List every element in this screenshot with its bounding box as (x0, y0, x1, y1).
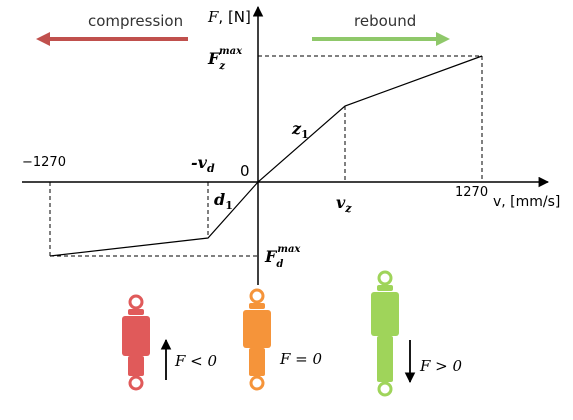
damper-top-cap (128, 309, 144, 315)
damper-bottom-eye (249, 375, 265, 391)
damper-force-label: F < 0 (174, 352, 218, 370)
damper-rod (249, 348, 265, 376)
damper-body (122, 316, 150, 356)
damper-compression: F < 0 (122, 294, 218, 391)
damper-body (371, 292, 399, 336)
fd-max-label: Fdmax (264, 244, 301, 270)
rebound-label: rebound (354, 12, 416, 30)
damper-top-cap (249, 303, 265, 309)
damper-neutral: F = 0 (243, 288, 323, 391)
d1-label: d1 (214, 190, 233, 212)
damper-force-label: F = 0 (279, 350, 323, 368)
damper-top-eye (377, 270, 393, 286)
damper-bottom-eye (377, 381, 393, 397)
compression-arrowhead (36, 32, 50, 46)
damper-bottom-eye (128, 375, 144, 391)
damper-top-eye (249, 288, 265, 304)
y-axis-label: F, [N] (207, 8, 251, 26)
rebound-indicator: rebound (312, 12, 450, 46)
fz-max-label: Fzmax (207, 46, 243, 72)
damper-force-label: F > 0 (419, 357, 463, 375)
tick-label-neg-1270: −1270 (22, 155, 66, 170)
damper-rod (128, 356, 144, 376)
damper-rod (377, 336, 393, 382)
tick-label-1270: 1270 (455, 185, 488, 200)
rebound-arrowhead (436, 32, 450, 46)
z1-label: z1 (291, 119, 309, 141)
compression-indicator: compression (36, 12, 188, 46)
damper-top-eye (128, 294, 144, 310)
force-velocity-curve (49, 55, 483, 257)
guide-lines (49, 55, 483, 257)
origin-label: 0 (240, 162, 250, 180)
x-axis-label: v, [mm/s] (493, 194, 560, 210)
neg-vd-label: -vd (191, 153, 215, 175)
damper-rebound: F > 0 (371, 270, 463, 397)
damper-body (243, 310, 271, 348)
damper-top-cap (377, 285, 393, 291)
compression-label: compression (88, 12, 183, 30)
vz-label: vz (336, 193, 352, 215)
